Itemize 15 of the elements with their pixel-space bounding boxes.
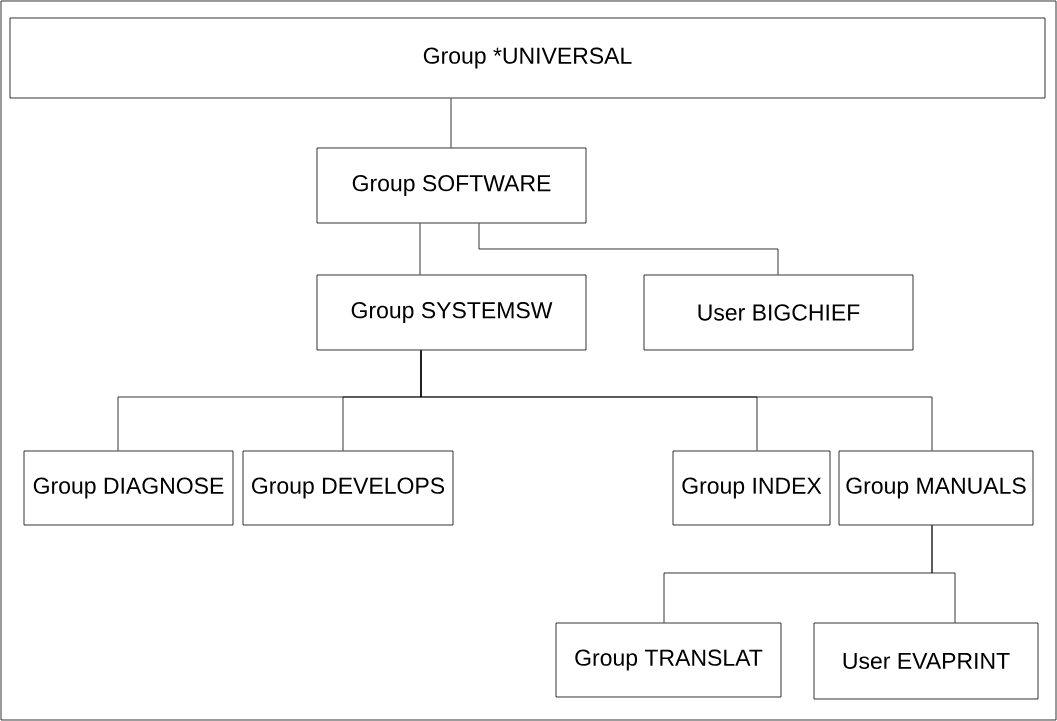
hierarchy-box: Group MANUALS: [838, 450, 1034, 526]
connector-line: [420, 350, 933, 451]
hierarchy-box: Group SOFTWARE: [316, 147, 587, 224]
hierarchy-box: Group DEVELOPS: [242, 450, 454, 526]
hierarchy-box: Group TRANSLAT: [555, 622, 782, 698]
hierarchy-box: Group DIAGNOSE: [23, 450, 234, 526]
connector-line: [931, 525, 956, 623]
hierarchy-box: Group SYSTEMSW: [316, 274, 587, 351]
connector-line: [478, 223, 779, 275]
connector-line: [450, 98, 452, 148]
hierarchy-box: User BIGCHIEF: [643, 274, 914, 351]
hierarchy-box: Group *UNIVERSAL: [9, 17, 1046, 99]
hierarchy-box: Group INDEX: [672, 450, 831, 526]
hierarchy-box: User EVAPRINT: [813, 622, 1039, 700]
connector-line: [419, 223, 421, 275]
